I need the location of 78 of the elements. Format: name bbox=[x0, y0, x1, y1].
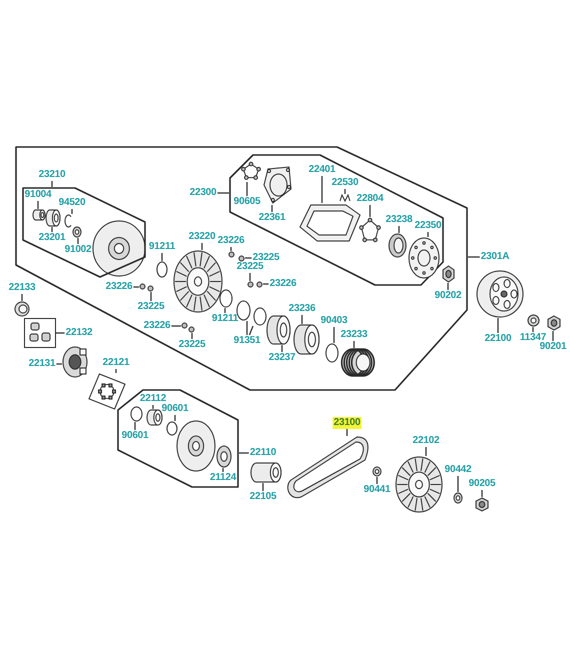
part-number: 91211 bbox=[210, 313, 240, 325]
part-number: 23225 bbox=[236, 261, 264, 273]
part-number: 90601 bbox=[120, 430, 150, 442]
part-number: 21124 bbox=[208, 472, 238, 484]
part-number: 23237 bbox=[268, 352, 296, 364]
leader-line bbox=[552, 331, 554, 341]
leader-line bbox=[468, 256, 480, 258]
part-number: 23238 bbox=[384, 214, 414, 226]
part-number: 23220 bbox=[188, 231, 216, 243]
part-number: 22100 bbox=[484, 333, 512, 345]
part-number: 90605 bbox=[232, 196, 262, 208]
highlighted-part-number: 23100 bbox=[332, 417, 362, 429]
leader-line bbox=[333, 327, 335, 343]
leader-line bbox=[344, 189, 346, 194]
part-number: 90202 bbox=[434, 290, 462, 302]
part-number: 22133 bbox=[8, 282, 36, 294]
leader-line bbox=[161, 253, 163, 261]
part-number: 2301A bbox=[480, 251, 510, 263]
part-number: 22300 bbox=[188, 187, 218, 199]
leader-line bbox=[353, 341, 355, 348]
part-number: 22110 bbox=[248, 447, 278, 459]
part-number: 23225 bbox=[252, 252, 280, 263]
leader-line bbox=[171, 325, 181, 327]
leader-line bbox=[248, 326, 254, 336]
part-number: 22350 bbox=[414, 220, 442, 232]
part-number: 22102 bbox=[412, 435, 440, 447]
leader-line bbox=[481, 490, 483, 497]
part-number: 91211 bbox=[148, 241, 176, 253]
leader-line bbox=[239, 452, 249, 454]
part-number: 22131 bbox=[28, 358, 56, 370]
part-number: 22105 bbox=[248, 491, 278, 503]
part-number: 23236 bbox=[288, 303, 316, 315]
leader-line bbox=[56, 332, 65, 334]
leader-line bbox=[217, 192, 229, 194]
part-number: 91004 bbox=[24, 189, 52, 201]
leader-line bbox=[497, 318, 499, 333]
part-number: 23225 bbox=[136, 301, 166, 313]
part-number: 22132 bbox=[64, 327, 94, 339]
leader-line bbox=[457, 476, 459, 492]
part-number: 23233 bbox=[340, 329, 368, 341]
part-number: 23226 bbox=[268, 278, 298, 290]
part-number: 90201 bbox=[538, 341, 568, 353]
leader-line bbox=[425, 447, 427, 456]
leader-line bbox=[51, 181, 53, 187]
part-number: 23226 bbox=[104, 281, 134, 293]
part-number: 22804 bbox=[356, 193, 384, 205]
part-number: 22112 bbox=[138, 393, 168, 404]
leader-line bbox=[134, 422, 136, 430]
leader-line bbox=[246, 182, 248, 196]
leader-line bbox=[115, 369, 117, 373]
part-number: 90205 bbox=[468, 478, 496, 490]
part-number: 23201 bbox=[38, 232, 66, 244]
leader-line bbox=[321, 176, 323, 203]
part-number: 90403 bbox=[320, 315, 348, 327]
part-number: 11347 bbox=[518, 332, 546, 343]
part-number: 22530 bbox=[330, 177, 360, 189]
part-number: 22121 bbox=[102, 357, 130, 369]
part-number: 23226 bbox=[142, 320, 172, 332]
leader-line bbox=[174, 415, 176, 421]
part-number: 23210 bbox=[38, 169, 66, 181]
leader-line bbox=[369, 205, 371, 217]
leader-line bbox=[427, 232, 429, 237]
part-number: 90442 bbox=[444, 464, 472, 476]
part-number: 91002 bbox=[64, 244, 92, 256]
part-number: 23225 bbox=[178, 339, 206, 351]
part-number: 90441 bbox=[362, 484, 392, 496]
part-number: 90601 bbox=[160, 403, 190, 415]
part-number: 23226 bbox=[216, 235, 246, 247]
part-number: 91351 bbox=[232, 335, 262, 347]
part-number: 22361 bbox=[258, 212, 286, 224]
leader-line bbox=[249, 273, 251, 281]
part-number: 94520 bbox=[58, 197, 86, 209]
leader-line bbox=[224, 308, 226, 313]
leader-line bbox=[271, 205, 273, 212]
leader-line bbox=[201, 243, 203, 250]
part-number: 22401 bbox=[308, 164, 336, 176]
leader-line bbox=[246, 321, 248, 335]
leader-line bbox=[71, 209, 73, 214]
